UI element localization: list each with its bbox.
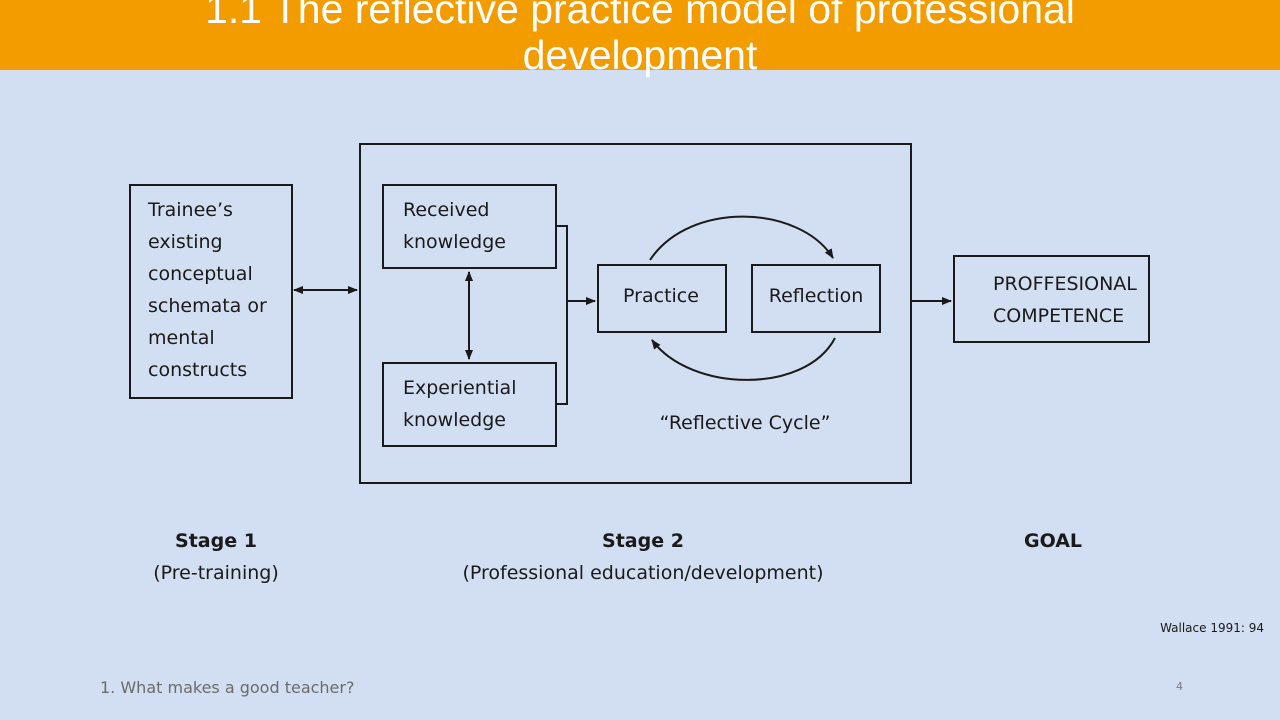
header-bar xyxy=(0,0,1280,70)
citation: Wallace 1991: 94 xyxy=(1160,621,1264,635)
slide-title: 1.1 The reflective practice model of pro… xyxy=(205,0,1075,78)
reflection-box xyxy=(751,264,881,333)
stage2-subtitle: (Professional education/development) xyxy=(462,562,823,584)
stage2-title: Stage 2 xyxy=(602,530,684,552)
stage2-container xyxy=(359,143,912,484)
trainee-label: Trainee’s existing conceptual schemata o… xyxy=(147,199,273,381)
trainee-box xyxy=(129,184,293,399)
slide-number: 4 xyxy=(1176,680,1183,693)
goal-label: PROFFESIONAL COMPETENCE xyxy=(993,273,1143,327)
stage1-subtitle: (Pre-training) xyxy=(153,562,279,584)
experiential-knowledge-box xyxy=(382,362,557,447)
reflective-cycle-label: “Reflective Cycle” xyxy=(660,412,831,434)
received-knowledge-box xyxy=(382,184,557,269)
stage1-title: Stage 1 xyxy=(175,530,257,552)
knowledge-bracket xyxy=(556,225,568,405)
goal-title: GOAL xyxy=(1024,530,1082,552)
reflection-label: Reflection xyxy=(769,285,864,307)
received-knowledge-label: Received knowledge xyxy=(403,199,506,253)
cycle-arrow-top xyxy=(649,215,834,261)
practice-box xyxy=(597,264,727,333)
practice-label: Practice xyxy=(623,285,699,307)
footer-section-title: 1. What makes a good teacher? xyxy=(100,678,355,697)
cycle-arrow-bottom xyxy=(651,337,836,381)
experiential-knowledge-label: Experiential knowledge xyxy=(403,377,523,431)
goal-box xyxy=(953,255,1150,343)
